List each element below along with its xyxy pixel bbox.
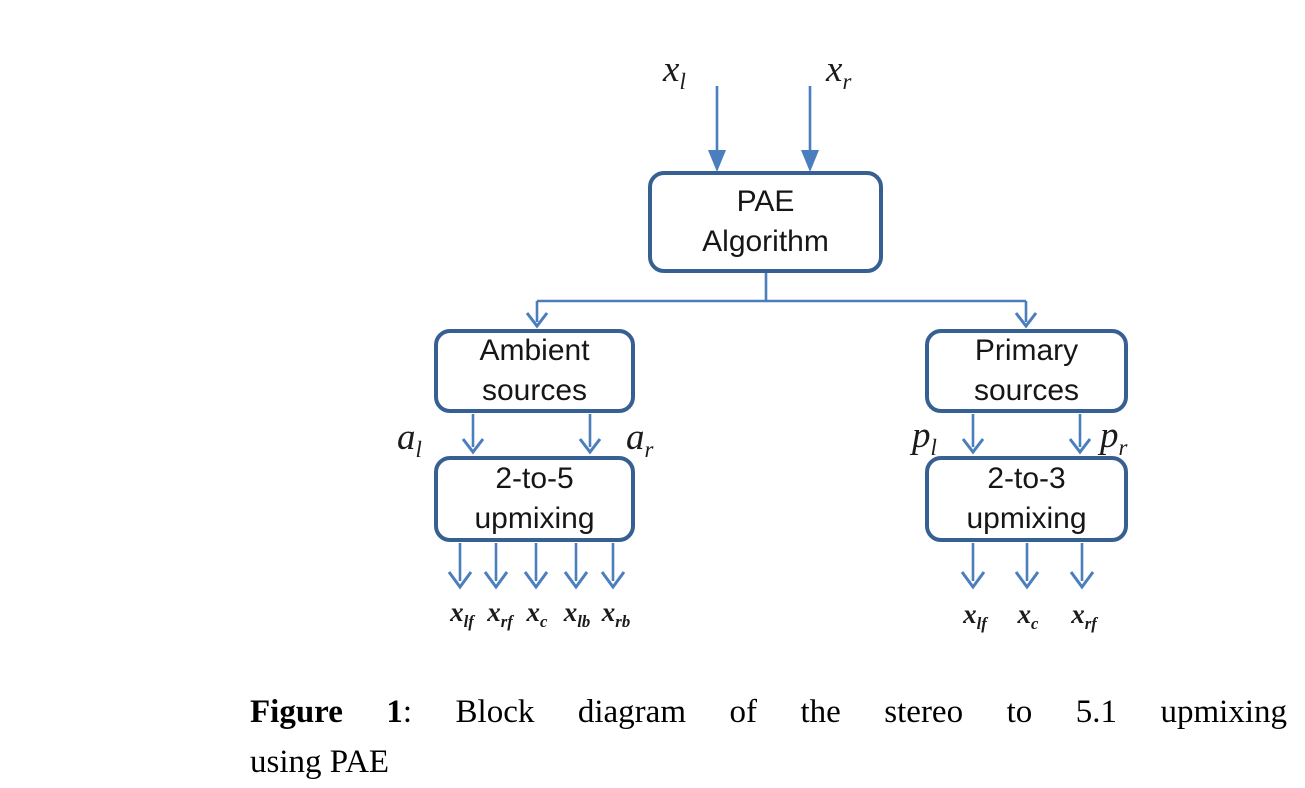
block-2to3-upmixing: 2-to-3 upmixing xyxy=(925,456,1128,542)
label-out5-lf: xlf xyxy=(450,597,474,631)
label-input-left: xl xyxy=(663,49,686,95)
arrow-out5-2 xyxy=(483,543,509,590)
figure-caption: Figure 1: Block diagram of the stereo to… xyxy=(250,688,1287,787)
arrow-primary-left xyxy=(961,414,985,455)
block-2to3-line1: 2-to-3 xyxy=(987,462,1066,496)
label-out3-rf: xrf xyxy=(1071,599,1097,633)
arrow-ambient-right xyxy=(578,414,602,455)
label-ambient-left: al xyxy=(397,417,422,463)
figure-caption-text: Block diagram of the stereo to 5.1 upmix… xyxy=(455,694,1287,730)
label-out3-c: xc xyxy=(1017,599,1039,633)
block-primary-line2: sources xyxy=(973,374,1080,407)
arrow-input-left xyxy=(708,86,726,172)
arrow-out5-5 xyxy=(600,543,626,590)
arrow-primary-right xyxy=(1068,414,1092,455)
arrow-out5-4 xyxy=(563,543,589,590)
block-primary-line1: Primary xyxy=(974,334,1079,368)
label-ambient-right: ar xyxy=(626,417,654,463)
block-pae-line2: Algorithm xyxy=(702,225,829,258)
block-ambient-line1: Ambient xyxy=(479,334,590,368)
label-primary-left: pl xyxy=(912,415,937,461)
label-out5-rf: xrf xyxy=(487,597,513,631)
label-primary-right: pr xyxy=(1100,415,1128,461)
label-out5-lb: xlb xyxy=(563,597,591,631)
figure-caption-line2: using PAE xyxy=(250,743,390,780)
arrow-ambient-left xyxy=(461,414,485,455)
block-pae-algorithm: PAE Algorithm xyxy=(648,171,883,273)
arrow-out3-1 xyxy=(960,543,986,590)
block-2to5-line1: 2-to-5 xyxy=(495,462,574,496)
arrow-out3-2 xyxy=(1014,543,1040,590)
label-out5-rb: xrb xyxy=(601,597,631,631)
arrow-out5-3 xyxy=(523,543,549,590)
figure-caption-label: Figure 1 xyxy=(250,694,403,730)
block-ambient-sources: Ambient sources xyxy=(434,329,635,413)
block-ambient-line2: sources xyxy=(481,374,588,407)
arrow-out5-1 xyxy=(447,543,473,590)
block-primary-sources: Primary sources xyxy=(925,329,1128,413)
arrow-input-right xyxy=(801,86,819,172)
label-out3-lf: xlf xyxy=(963,599,987,633)
arrow-out3-3 xyxy=(1069,543,1095,590)
block-2to5-line2: upmixing xyxy=(474,502,595,535)
block-2to3-line2: upmixing xyxy=(966,502,1087,535)
block-pae-line1: PAE xyxy=(736,185,795,219)
diagram-wires xyxy=(447,86,1095,590)
label-out5-c: xc xyxy=(526,597,548,631)
figure-caption-line1: Figure 1: Block diagram of the stereo to… xyxy=(250,688,1287,738)
block-2to5-upmixing: 2-to-5 upmixing xyxy=(434,456,635,542)
label-input-right: xr xyxy=(826,49,852,95)
connector-split xyxy=(525,273,1038,329)
figure-caption-colon: : xyxy=(402,694,413,730)
